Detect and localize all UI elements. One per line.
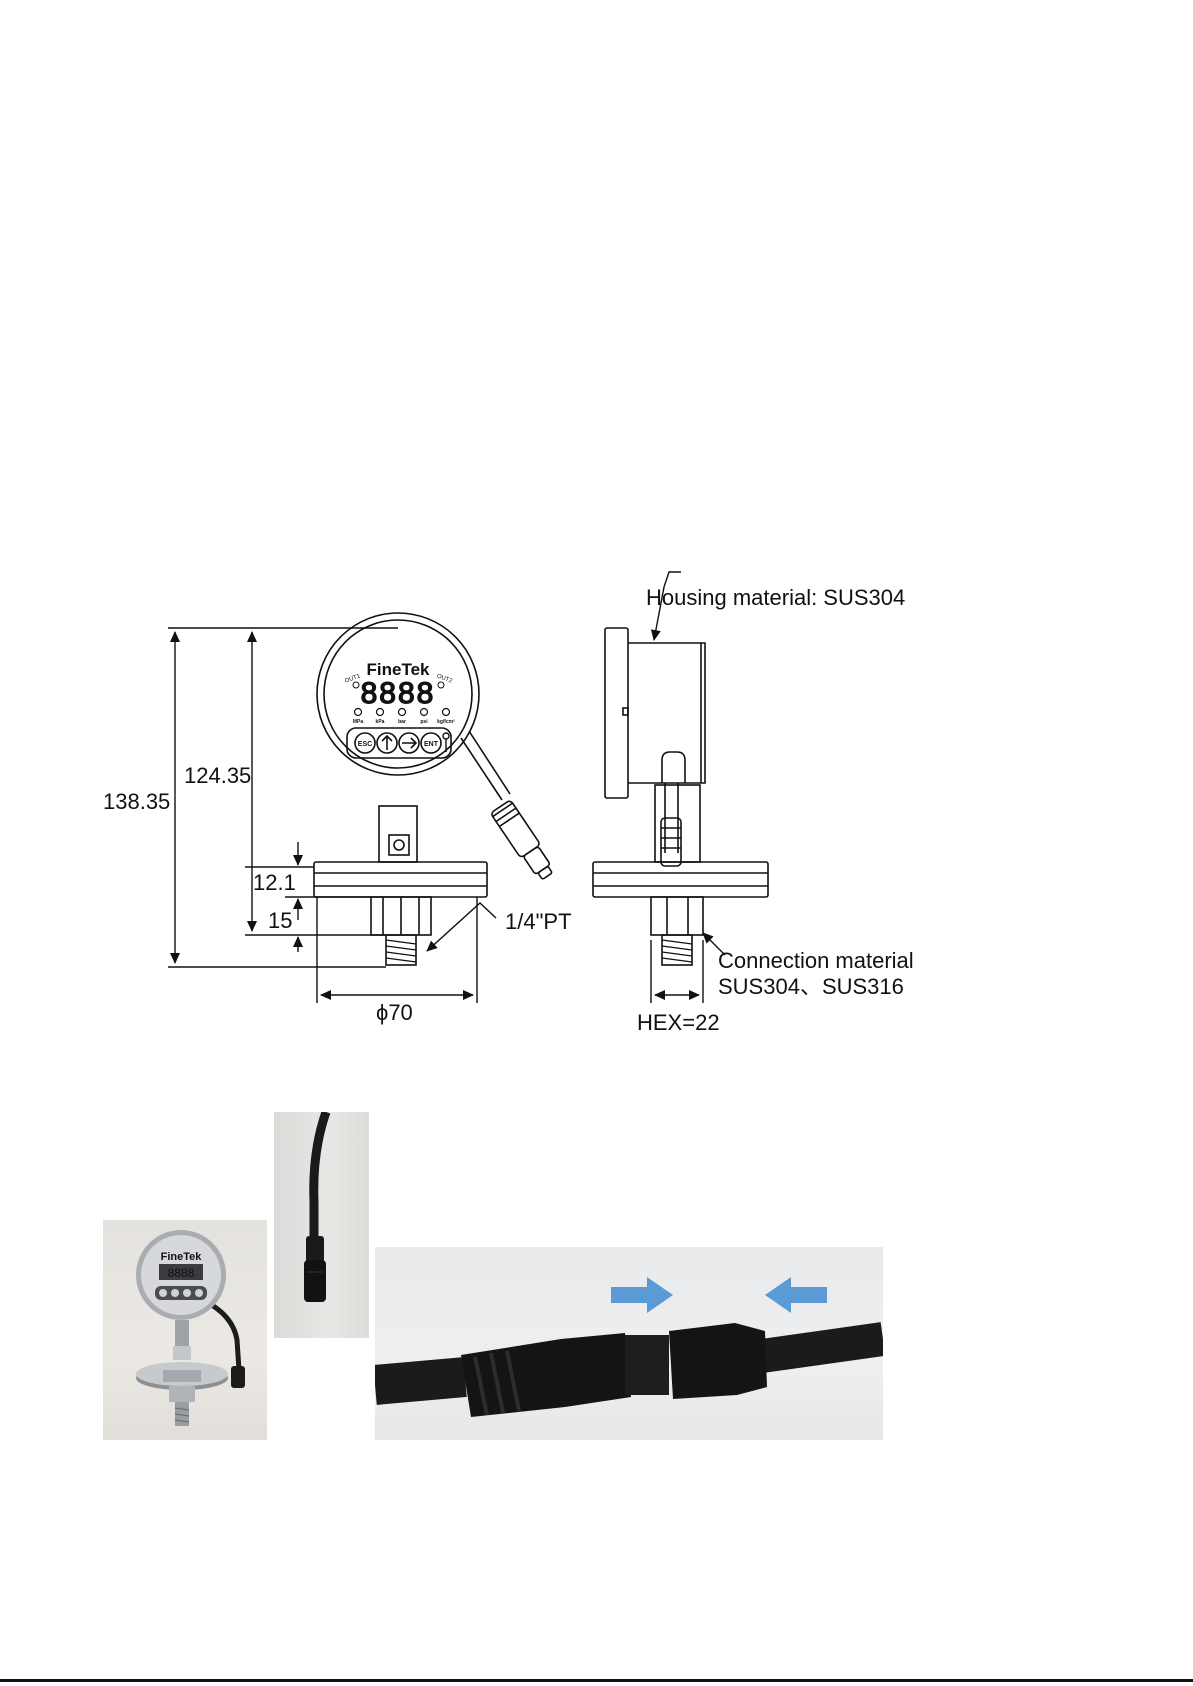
dimension-lines xyxy=(168,572,725,1003)
unit-bar: bar xyxy=(398,719,406,725)
ent-button-icon: ENT xyxy=(421,733,441,753)
esc-button-icon: ESC xyxy=(355,733,375,753)
product-photo: FineTek 8888 xyxy=(103,1220,267,1440)
photo-gauge-display: 8888 xyxy=(168,1266,195,1280)
unit-kpa: kPa xyxy=(376,719,385,725)
product-photo-drawing: FineTek 8888 xyxy=(103,1220,267,1440)
thread-hatching xyxy=(386,940,416,962)
cable-end-photo xyxy=(274,1112,369,1338)
photo-gauge-brand: FineTek xyxy=(161,1251,203,1263)
footer-rule xyxy=(0,1679,1193,1682)
body-height-label: 124.35 xyxy=(184,763,251,788)
thread-length-label: 15 xyxy=(268,908,292,933)
unit-labels: MPa kPa bar psi kgf/cm² xyxy=(353,719,455,725)
connection-material-values: SUS304、SUS316 xyxy=(718,974,904,999)
thread-spec-label: 1/4"PT xyxy=(505,909,572,934)
unit-mpa: MPa xyxy=(353,719,364,725)
arrow-left-icon xyxy=(765,1277,827,1313)
overall-height-label: 138.35 xyxy=(103,789,170,814)
cable-end-drawing xyxy=(274,1112,369,1338)
gauge-display: 8888 xyxy=(361,677,436,710)
svg-text:ESC: ESC xyxy=(358,741,372,748)
hex-size-label: HEX=22 xyxy=(637,1010,720,1035)
side-view xyxy=(593,628,768,965)
flange-thickness-label: 12.1 xyxy=(253,870,296,895)
housing-material-callout: Housing material: SUS304 xyxy=(646,585,905,610)
connector-photo xyxy=(375,1247,883,1440)
svg-text:ENT: ENT xyxy=(424,741,439,748)
diameter-label: ϕ70 xyxy=(376,1000,413,1025)
connection-material-callout: Connection material xyxy=(718,948,914,973)
up-arrow-button-icon xyxy=(377,733,397,753)
unit-kgf: kgf/cm² xyxy=(437,719,455,725)
side-thread-hatching xyxy=(662,940,692,962)
right-arrow-button-icon xyxy=(399,733,419,753)
gauge-out1: OUT1 xyxy=(344,673,362,684)
gauge-face: FineTek OUT1 OUT2 8888 MPa kPa bar psi k… xyxy=(344,660,455,758)
unit-psi: psi xyxy=(420,719,428,725)
arrow-right-icon xyxy=(611,1277,673,1313)
connector-drawing xyxy=(375,1247,883,1440)
